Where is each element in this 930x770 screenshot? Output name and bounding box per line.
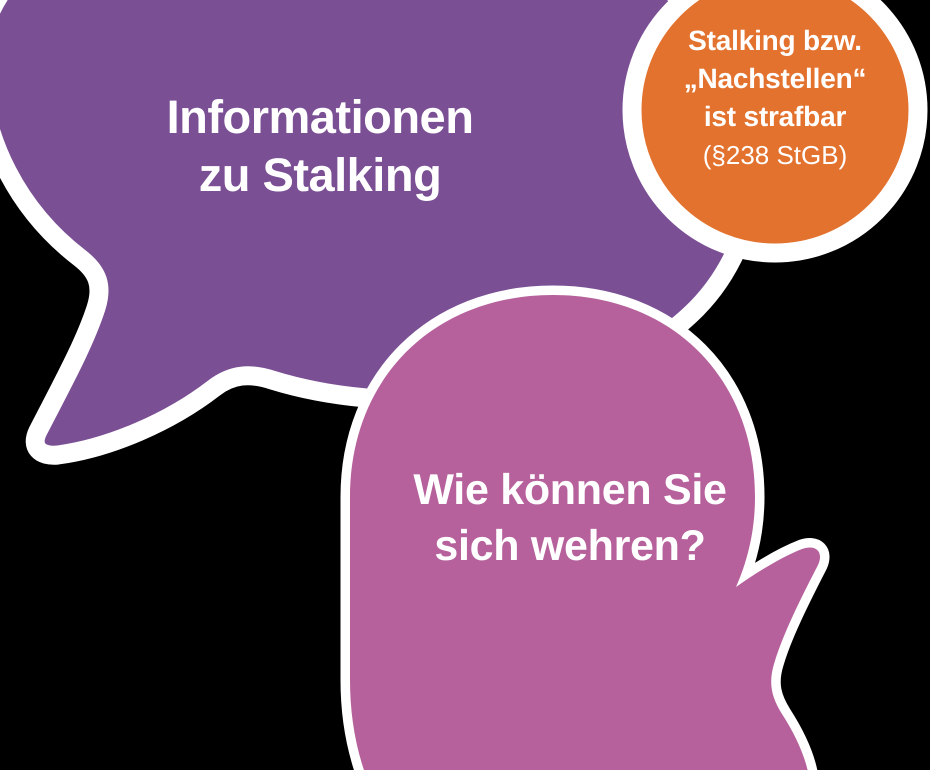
orange-circle-shape [622,0,928,263]
magenta-bubble-shape [349,295,820,770]
